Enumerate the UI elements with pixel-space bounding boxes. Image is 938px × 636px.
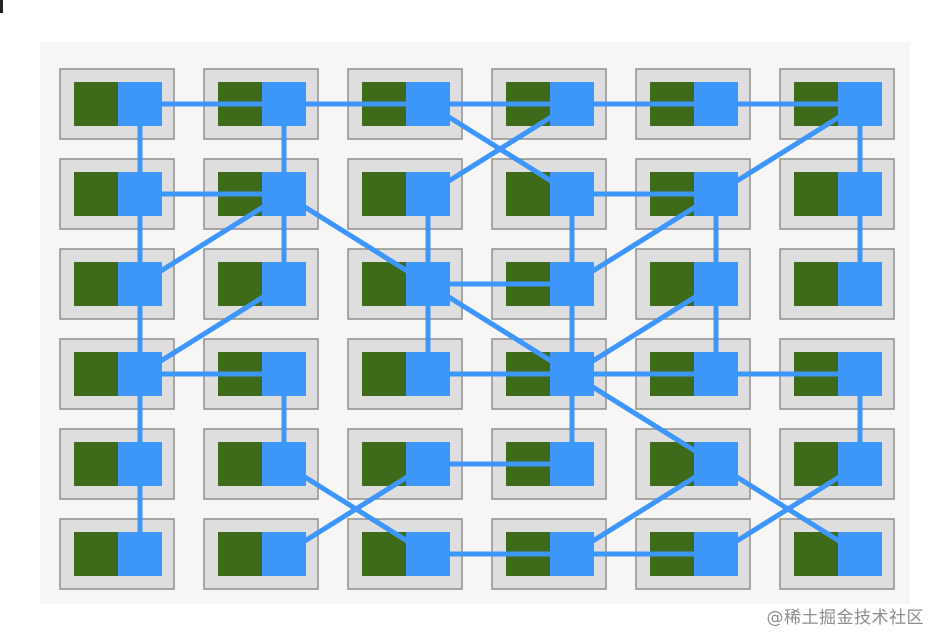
green-block-r4-c5 xyxy=(794,442,838,486)
blue-node-r3-c3 xyxy=(550,352,594,396)
blue-node-r1-c1 xyxy=(262,172,306,216)
green-block-r1-c3 xyxy=(506,172,550,216)
blue-node-r2-c0 xyxy=(118,262,162,306)
nodes-layer xyxy=(118,82,882,576)
green-block-r3-c0 xyxy=(74,352,118,396)
blue-node-r0-c3 xyxy=(550,82,594,126)
blue-node-r3-c5 xyxy=(838,352,882,396)
blue-node-r1-c5 xyxy=(838,172,882,216)
blue-node-r2-c5 xyxy=(838,262,882,306)
watermark-text: @稀土掘金技术社区 xyxy=(766,608,924,628)
blue-node-r4-c1 xyxy=(262,442,306,486)
blue-node-r2-c3 xyxy=(550,262,594,306)
edge-16 xyxy=(281,191,431,287)
green-block-r2-c1 xyxy=(218,262,262,306)
blue-node-r0-c5 xyxy=(838,82,882,126)
edge-8 xyxy=(425,101,575,197)
blue-node-r0-c1 xyxy=(262,82,306,126)
blue-node-r4-c5 xyxy=(838,442,882,486)
blue-node-r4-c0 xyxy=(118,442,162,486)
green-block-r1-c2 xyxy=(362,172,406,216)
blue-node-r5-c0 xyxy=(118,532,162,576)
green-block-r5-c1 xyxy=(218,532,262,576)
blue-node-r4-c2 xyxy=(406,442,450,486)
green-block-r5-c2 xyxy=(362,532,406,576)
green-block-r5-c5 xyxy=(794,532,838,576)
green-block-r4-c0 xyxy=(74,442,118,486)
blue-node-r2-c4 xyxy=(694,262,738,306)
green-block-r0-c0 xyxy=(74,82,118,126)
edge-26 xyxy=(425,281,575,377)
blue-node-r5-c1 xyxy=(262,532,306,576)
edge-43 xyxy=(569,461,719,557)
green-block-r2-c4 xyxy=(650,262,694,306)
blue-node-r5-c5 xyxy=(838,532,882,576)
blue-node-r3-c1 xyxy=(262,352,306,396)
blue-node-r5-c4 xyxy=(694,532,738,576)
blue-node-r3-c4 xyxy=(694,352,738,396)
green-block-r4-c4 xyxy=(650,442,694,486)
blue-node-r4-c3 xyxy=(550,442,594,486)
edge-14 xyxy=(137,191,287,287)
edge-24 xyxy=(137,281,287,377)
green-block-r2-c0 xyxy=(74,262,118,306)
blue-node-r0-c4 xyxy=(694,82,738,126)
top-edge-marker xyxy=(0,0,3,13)
blue-node-r5-c3 xyxy=(550,532,594,576)
green-block-r4-c2 xyxy=(362,442,406,486)
edge-45 xyxy=(713,461,863,557)
edges-layer xyxy=(137,101,863,557)
green-block-r2-c5 xyxy=(794,262,838,306)
green-block-r3-c2 xyxy=(362,352,406,396)
edge-9 xyxy=(713,101,863,197)
edge-28 xyxy=(569,281,719,377)
blue-node-r0-c2 xyxy=(406,82,450,126)
blue-node-r1-c0 xyxy=(118,172,162,216)
blue-node-r2-c2 xyxy=(406,262,450,306)
blue-node-r5-c2 xyxy=(406,532,450,576)
green-block-r1-c0 xyxy=(74,172,118,216)
green-block-r1-c5 xyxy=(794,172,838,216)
edge-42 xyxy=(281,461,431,557)
blue-node-r1-c3 xyxy=(550,172,594,216)
green-block-r2-c2 xyxy=(362,262,406,306)
blue-node-r3-c2 xyxy=(406,352,450,396)
green-block-r4-c1 xyxy=(218,442,262,486)
blue-node-r3-c0 xyxy=(118,352,162,396)
edge-37 xyxy=(569,371,719,467)
blue-node-r2-c1 xyxy=(262,262,306,306)
blue-node-r1-c4 xyxy=(694,172,738,216)
blue-node-r0-c0 xyxy=(118,82,162,126)
edge-19 xyxy=(569,191,719,287)
blue-node-r4-c4 xyxy=(694,442,738,486)
blue-node-r1-c2 xyxy=(406,172,450,216)
green-block-r5-c0 xyxy=(74,532,118,576)
